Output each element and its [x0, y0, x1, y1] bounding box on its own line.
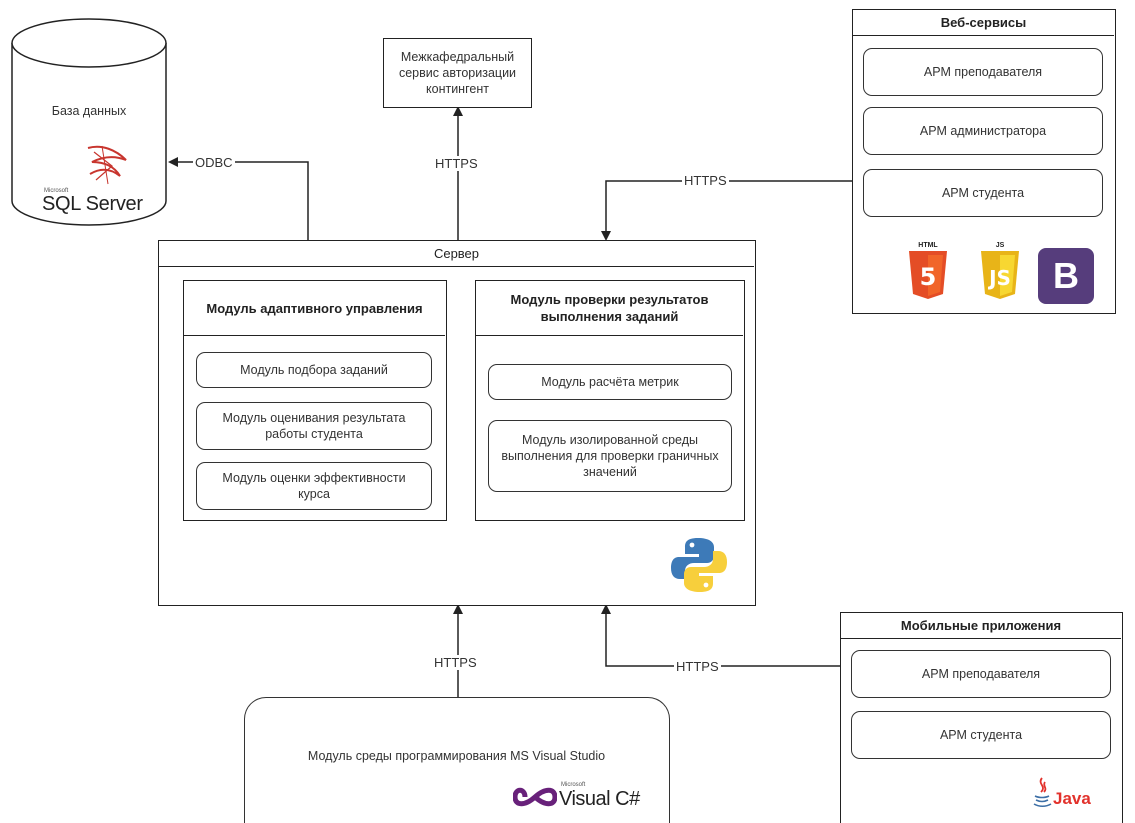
database-label: База данных	[51, 104, 127, 118]
sql-server-icon	[82, 140, 132, 188]
sql-server-text: SQL Server	[42, 193, 143, 215]
svg-text:5: 5	[920, 263, 937, 291]
https-web-connector	[601, 180, 852, 241]
checking-module: Модуль проверки результатов выполнения з…	[475, 280, 745, 521]
odbc-connector	[168, 157, 309, 240]
metrics-module: Модуль расчёта метрик	[488, 364, 732, 400]
https-mobile-label: HTTPS	[674, 659, 721, 674]
visual-studio-icon	[512, 784, 558, 810]
bootstrap-icon: B	[1038, 248, 1094, 304]
adaptive-module-title: Модуль адаптивного управления	[184, 281, 445, 336]
course-efficiency-module: Модуль оценки эффективности курса	[196, 462, 432, 510]
python-icon	[669, 535, 729, 595]
result-evaluation-module: Модуль оценивания результата работы студ…	[196, 402, 432, 450]
svg-text:JS: JS	[987, 266, 1011, 290]
server-title: Сервер	[159, 241, 754, 267]
https-mobile-connector	[601, 604, 840, 667]
odbc-label: ODBC	[193, 155, 235, 170]
js-icon: JS JS	[978, 242, 1022, 304]
auth-service-node: Межкафедральный сервис авторизации конти…	[383, 38, 532, 108]
html5-icon: HTML 5	[906, 242, 950, 304]
mobile-apps-node: Мобильные приложения АРМ преподавателя А…	[840, 612, 1123, 823]
https-web-label: HTTPS	[682, 173, 729, 188]
java-text: Java	[1053, 789, 1091, 808]
mobile-arm-teacher: АРМ преподавателя	[851, 650, 1111, 698]
mobile-apps-title: Мобильные приложения	[841, 613, 1121, 639]
web-services-title: Веб-сервисы	[853, 10, 1114, 36]
web-arm-teacher: АРМ преподавателя	[863, 48, 1103, 96]
mobile-arm-student: АРМ студента	[851, 711, 1111, 759]
sql-server-small-text: Microsoft	[44, 188, 69, 194]
https-ide-label: HTTPS	[432, 655, 479, 670]
server-node: Сервер Модуль адаптивного управления Мод…	[158, 240, 756, 606]
auth-service-label: Межкафедральный сервис авторизации конти…	[398, 50, 517, 96]
database-node: База данных Microsoft SQL Server	[10, 15, 168, 227]
visual-csharp-small-text: Microsoft	[561, 782, 586, 788]
web-arm-admin: АРМ администратора	[863, 107, 1103, 155]
adaptive-module: Модуль адаптивного управления Модуль под…	[183, 280, 447, 521]
visual-csharp-text: Visual C#	[559, 788, 640, 810]
java-icon	[1031, 776, 1053, 810]
sandbox-module: Модуль изолированной среды выполнения дл…	[488, 420, 732, 492]
https-auth-label: HTTPS	[433, 156, 480, 171]
ide-module-label: Модуль среды программирования MS Visual …	[307, 749, 606, 763]
web-arm-student: АРМ студента	[863, 169, 1103, 217]
ide-module: Модуль среды программирования MS Visual …	[244, 697, 670, 823]
checking-module-title: Модуль проверки результатов выполнения з…	[476, 281, 743, 336]
web-services-node: Веб-сервисы АРМ преподавателя АРМ админи…	[852, 9, 1116, 314]
task-selection-module: Модуль подбора заданий	[196, 352, 432, 388]
